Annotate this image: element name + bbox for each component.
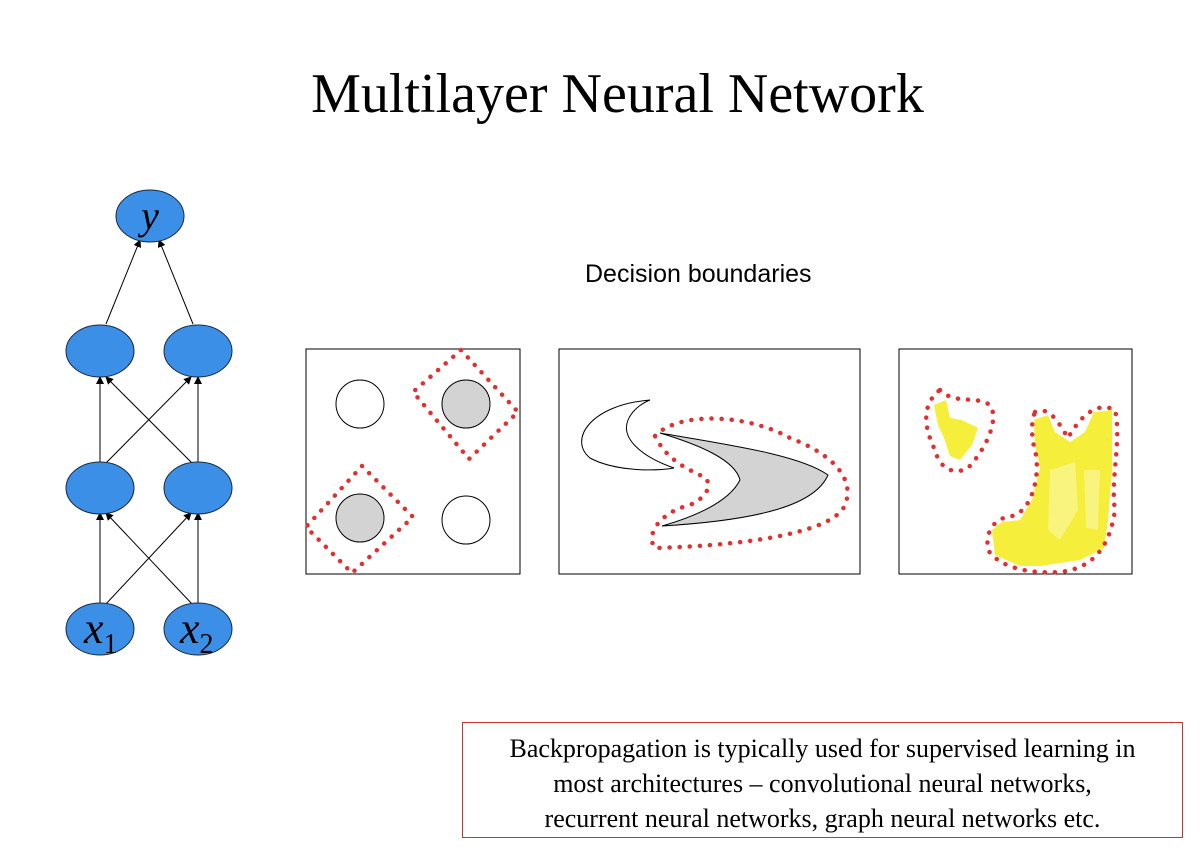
slide-title: Multilayer Neural Network	[311, 63, 924, 125]
decision-panel-2	[558, 348, 861, 575]
network-nodes	[65, 189, 233, 656]
decision-boundary	[924, 387, 996, 474]
decision-boundary	[409, 346, 522, 463]
class-a-circle	[335, 379, 385, 429]
edge	[104, 376, 192, 465]
input-label-1: x1	[83, 604, 118, 660]
input-node	[163, 602, 233, 656]
hidden-node	[163, 324, 233, 378]
note-line-1: Backpropagation is typically used for su…	[509, 734, 1136, 763]
hidden-node	[163, 461, 233, 515]
hidden-node	[65, 324, 135, 378]
crescent-class-a	[581, 399, 675, 471]
note-line-3: recurrent neural networks, graph neural …	[544, 804, 1101, 833]
hidden-node	[65, 461, 135, 515]
highlight-region	[934, 400, 978, 460]
decision-boundary	[649, 416, 850, 551]
crescent-class-b	[659, 432, 829, 527]
edge	[105, 512, 194, 606]
edge	[105, 376, 194, 465]
edge	[157, 239, 194, 325]
backpropagation-note: Backpropagation is typically used for su…	[462, 722, 1183, 838]
class-b-circle	[335, 493, 385, 543]
input-node	[65, 602, 135, 656]
network-edges	[96, 239, 202, 606]
output-node	[115, 189, 185, 243]
note-line-2: most architectures – convolutional neura…	[553, 769, 1092, 798]
highlight-region	[992, 410, 1112, 566]
highlight-gap	[1048, 462, 1100, 540]
panel-frame	[305, 348, 521, 575]
class-a-circle	[441, 495, 491, 545]
output-label: y	[137, 193, 159, 238]
decision-boundary	[985, 405, 1120, 575]
decision-panel-3	[898, 348, 1133, 575]
class-b-circle	[441, 379, 491, 429]
edge	[105, 239, 142, 325]
decision-boundaries-label: Decision boundaries	[585, 260, 812, 288]
input-label-2: x2	[179, 604, 214, 660]
decision-panel-1	[302, 346, 522, 577]
edge	[104, 512, 192, 606]
neural-network: y x1 x2	[65, 189, 233, 660]
